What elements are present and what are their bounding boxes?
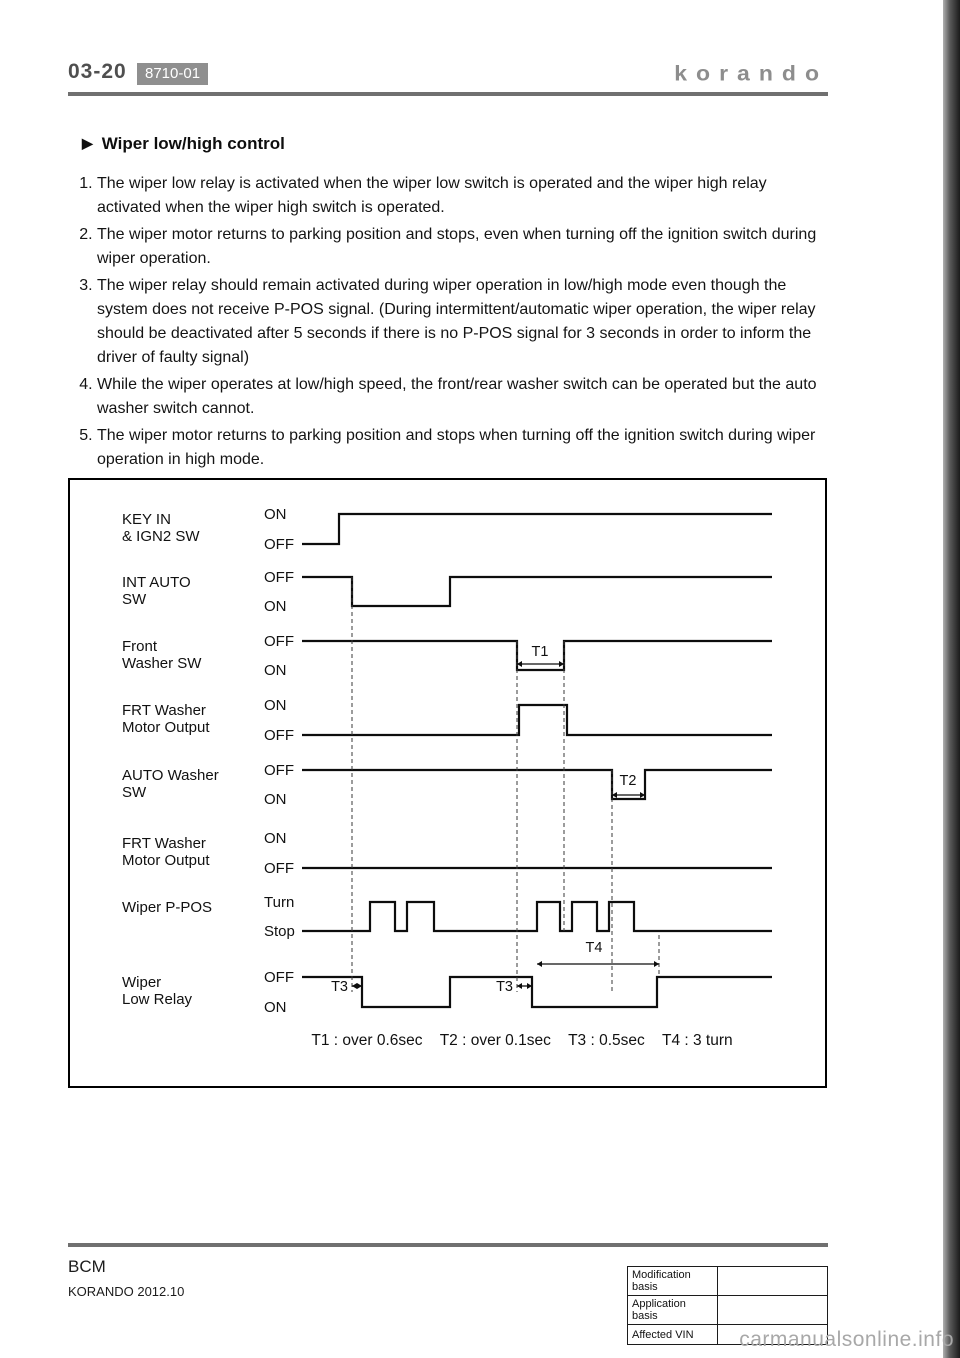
signal-name-label: KEY IN	[122, 511, 171, 528]
arrowhead-icon	[517, 983, 522, 989]
signal-name-label: FRT Washer	[122, 702, 206, 719]
list-item: The wiper low relay is activated when th…	[97, 172, 830, 220]
table-row: Application basis	[627, 1295, 828, 1325]
signal-name-label: Motor Output	[122, 852, 210, 869]
signal-name-label: Motor Output	[122, 719, 210, 736]
signal-state-label: ON	[264, 999, 287, 1016]
revision-value	[717, 1266, 828, 1296]
signal-name-label: SW	[122, 591, 147, 608]
signal-state-label: ON	[264, 830, 287, 847]
section-heading: ▶ Wiper low/high control	[82, 134, 830, 154]
diagram-caption: T1 : over 0.6sec T2 : over 0.1sec T3 : 0…	[311, 1032, 732, 1049]
arrowhead-icon	[352, 983, 357, 989]
footer-rule	[68, 1243, 828, 1247]
signal-name-label: INT AUTO	[122, 574, 191, 591]
arrowhead-icon	[527, 983, 532, 989]
list-item: The wiper motor returns to parking posit…	[97, 223, 830, 271]
signal-state-label: Turn	[264, 894, 294, 911]
signal-state-label: OFF	[264, 860, 294, 877]
signal-name-label: Wiper	[122, 974, 161, 991]
interval-label: T3	[496, 979, 513, 995]
signal-state-label: ON	[264, 791, 287, 808]
signal-waveform	[302, 639, 772, 672]
revision-value	[717, 1324, 828, 1345]
signal-waveform	[302, 575, 772, 608]
signal-waveform	[302, 512, 772, 546]
arrowhead-icon	[537, 961, 542, 967]
signal-state-label: OFF	[264, 569, 294, 586]
header-rule	[68, 92, 828, 96]
watermark: carmanualsonline.info	[739, 1328, 954, 1351]
signal-name-label: & IGN2 SW	[122, 528, 200, 545]
signal-state-label: ON	[264, 662, 287, 679]
list-item: The wiper relay should remain activated …	[97, 274, 830, 370]
signal-name-label: Low Relay	[122, 991, 193, 1008]
module-name: BCM	[68, 1257, 106, 1276]
arrowhead-icon	[612, 792, 617, 798]
brand-logo: korando	[674, 61, 828, 85]
table-row: Modification basis	[627, 1266, 828, 1296]
section-code-badge: 8710-01	[137, 63, 209, 85]
arrowhead-icon	[640, 792, 645, 798]
heading-arrow-icon: ▶	[82, 135, 93, 151]
interval-label: T2	[620, 773, 637, 789]
notes-list: The wiper low relay is activated when th…	[68, 172, 830, 472]
revision-table: Modification basis Application basis Aff…	[627, 1266, 828, 1345]
signal-state-label: OFF	[264, 969, 294, 986]
signal-name-label: FRT Washer	[122, 835, 206, 852]
page-edge-shadow	[943, 0, 960, 1358]
signal-name-label: Wiper P-POS	[122, 899, 212, 916]
signal-name-label: Washer SW	[122, 655, 202, 672]
signal-state-label: OFF	[264, 633, 294, 650]
signal-state-label: ON	[264, 598, 287, 615]
signal-waveform	[302, 900, 772, 933]
signal-waveform	[302, 703, 772, 737]
arrowhead-icon	[357, 983, 362, 989]
signal-state-label: OFF	[264, 727, 294, 744]
arrowhead-icon	[517, 661, 522, 667]
heading-text: Wiper low/high control	[101, 134, 285, 153]
arrowhead-icon	[654, 961, 659, 967]
arrowhead-icon	[559, 661, 564, 667]
signal-state-label: Stop	[264, 923, 295, 940]
list-item: While the wiper operates at low/high spe…	[97, 373, 830, 421]
interval-label: T1	[532, 644, 549, 660]
signal-state-label: OFF	[264, 762, 294, 779]
signal-name-label: SW	[122, 784, 147, 801]
interval-label: T3	[331, 979, 348, 995]
signal-state-label: ON	[264, 506, 287, 523]
signal-name-label: Front	[122, 638, 158, 655]
list-item: The wiper motor returns to parking posit…	[97, 424, 830, 472]
page-content: ▶ Wiper low/high control The wiper low re…	[68, 134, 830, 475]
signal-state-label: ON	[264, 697, 287, 714]
signal-state-label: OFF	[264, 536, 294, 553]
revision-label: Affected VIN	[627, 1324, 718, 1345]
interval-label: T4	[586, 940, 603, 956]
revision-value	[717, 1295, 828, 1325]
page-number: 03-20	[68, 60, 127, 83]
signal-waveform	[302, 768, 772, 801]
model-year: KORANDO 2012.10	[68, 1284, 185, 1299]
revision-label: Modification basis	[627, 1266, 718, 1296]
signal-name-label: AUTO Washer	[122, 767, 219, 784]
revision-label: Application basis	[627, 1295, 718, 1325]
table-row: Affected VIN	[627, 1324, 828, 1345]
signal-waveform	[302, 975, 772, 1009]
